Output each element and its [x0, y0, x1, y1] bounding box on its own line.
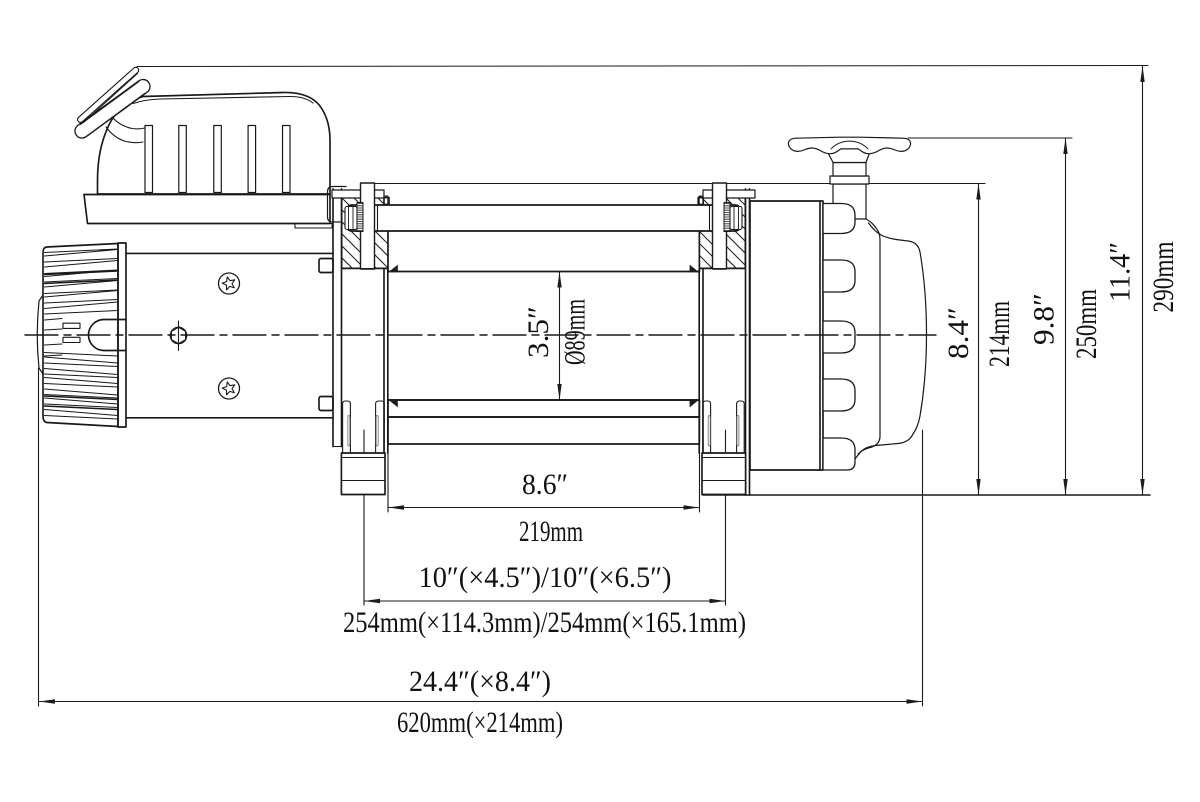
svg-text:8.4″: 8.4″ [942, 307, 975, 359]
svg-text:620mm(×214mm): 620mm(×214mm) [397, 706, 563, 739]
svg-text:3.5″: 3.5″ [522, 306, 555, 358]
svg-text:8.6″: 8.6″ [522, 468, 568, 501]
svg-text:254mm(×114.3mm)/254mm(×165.1mm: 254mm(×114.3mm)/254mm(×165.1mm) [343, 606, 746, 639]
svg-text:24.4″(×8.4″): 24.4″(×8.4″) [409, 665, 551, 698]
svg-text:Ø89mm: Ø89mm [559, 299, 592, 365]
svg-text:290mm: 290mm [1147, 242, 1180, 313]
svg-text:9.8″: 9.8″ [1028, 293, 1061, 345]
svg-text:10″(×4.5″)/10″(×6.5″): 10″(×4.5″)/10″(×6.5″) [419, 561, 672, 594]
svg-text:11.4″: 11.4″ [1104, 242, 1137, 302]
svg-text:214mm: 214mm [983, 301, 1016, 367]
svg-text:250mm: 250mm [1070, 289, 1103, 359]
svg-text:219mm: 219mm [519, 515, 583, 548]
